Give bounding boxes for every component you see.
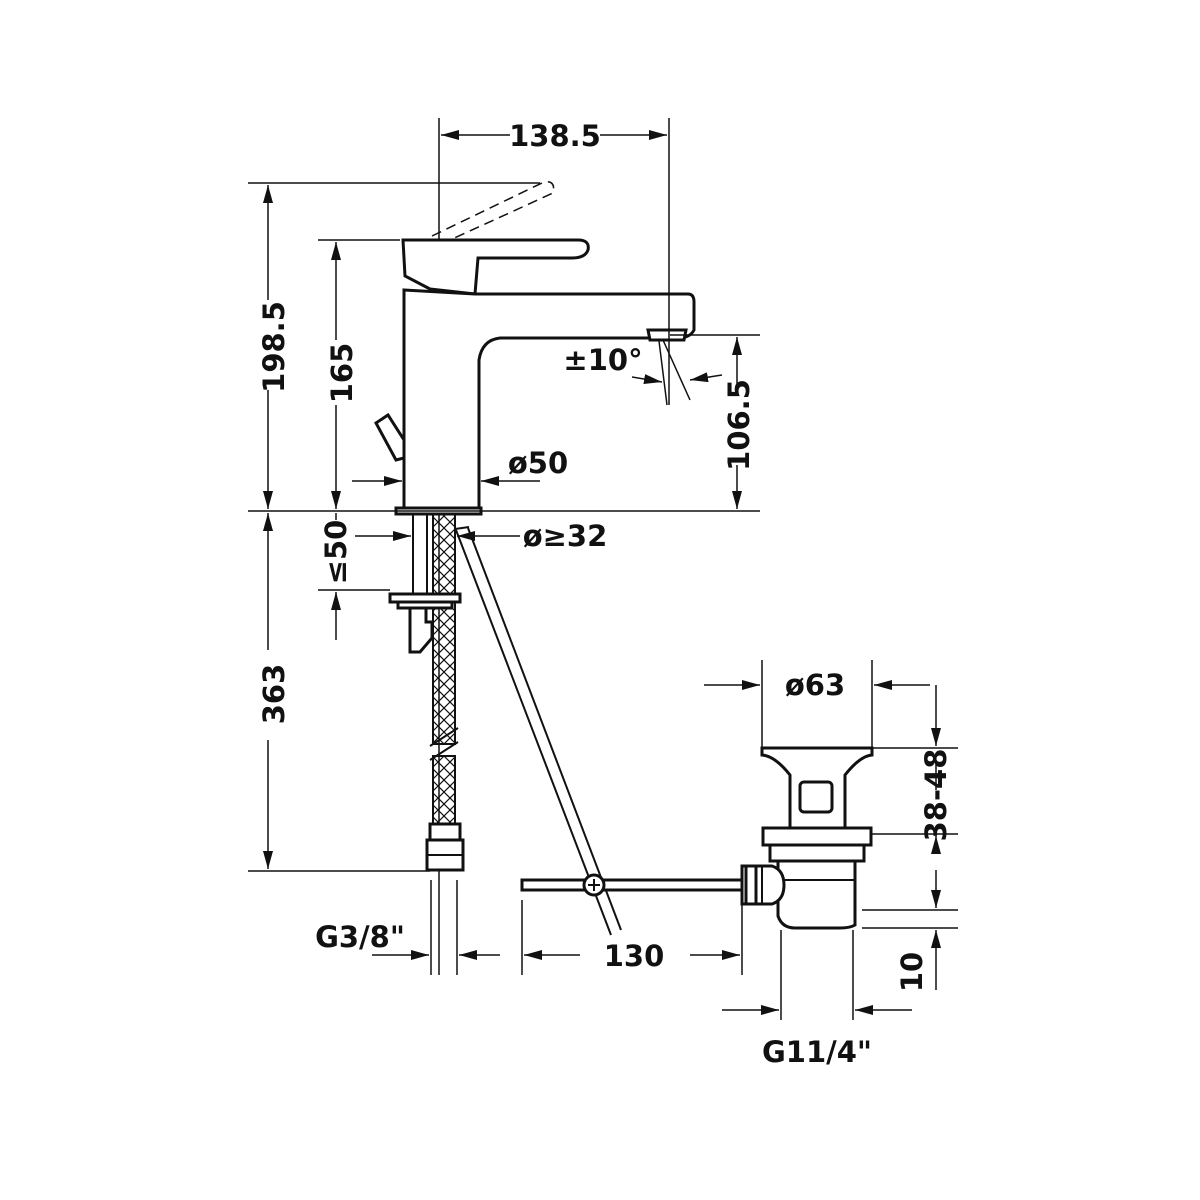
faucet-body-spout: [402, 288, 696, 510]
dim-dia-32: ø≥32: [523, 519, 608, 553]
aerator: [646, 328, 688, 342]
waste-body: [776, 859, 857, 930]
dim-165: 165: [325, 343, 359, 404]
dim-138-5: 138.5: [509, 119, 601, 153]
dim-130: 130: [604, 939, 665, 973]
dim-dia-50: ø50: [508, 446, 568, 480]
dim-max-50: ≤50: [319, 520, 353, 585]
hose-nut: [425, 822, 465, 872]
supply-hose: [429, 513, 459, 829]
pop-up-waste: [740, 746, 874, 930]
mounting-nut: [388, 592, 462, 654]
faucet: [374, 118, 744, 975]
dim-thread-g3-8: G3/8": [315, 920, 405, 954]
pop-up-knob: [374, 412, 406, 462]
lever-handle-open-position: [431, 180, 555, 241]
dim-10: 10: [895, 952, 929, 992]
dimension-lines: [263, 130, 941, 1015]
dim-363: 363: [257, 664, 291, 725]
dimension-labels: 138.5 198.5 165 ±10° 106.5 ø50 ø≥32 ≤50 …: [257, 119, 953, 1069]
extension-lines: [248, 118, 958, 1020]
dim-38-48: 38-48: [919, 749, 953, 842]
pull-rod: [454, 526, 622, 936]
dim-dia-63: ø63: [785, 668, 845, 702]
dim-198-5: 198.5: [257, 301, 291, 393]
linkage-rod: [520, 873, 744, 897]
dim-angle-10: ±10°: [563, 343, 642, 377]
dim-106-5: 106.5: [722, 379, 756, 471]
dim-thread-g1-1-4: G11/4": [762, 1035, 872, 1069]
lever-handle: [401, 238, 590, 296]
